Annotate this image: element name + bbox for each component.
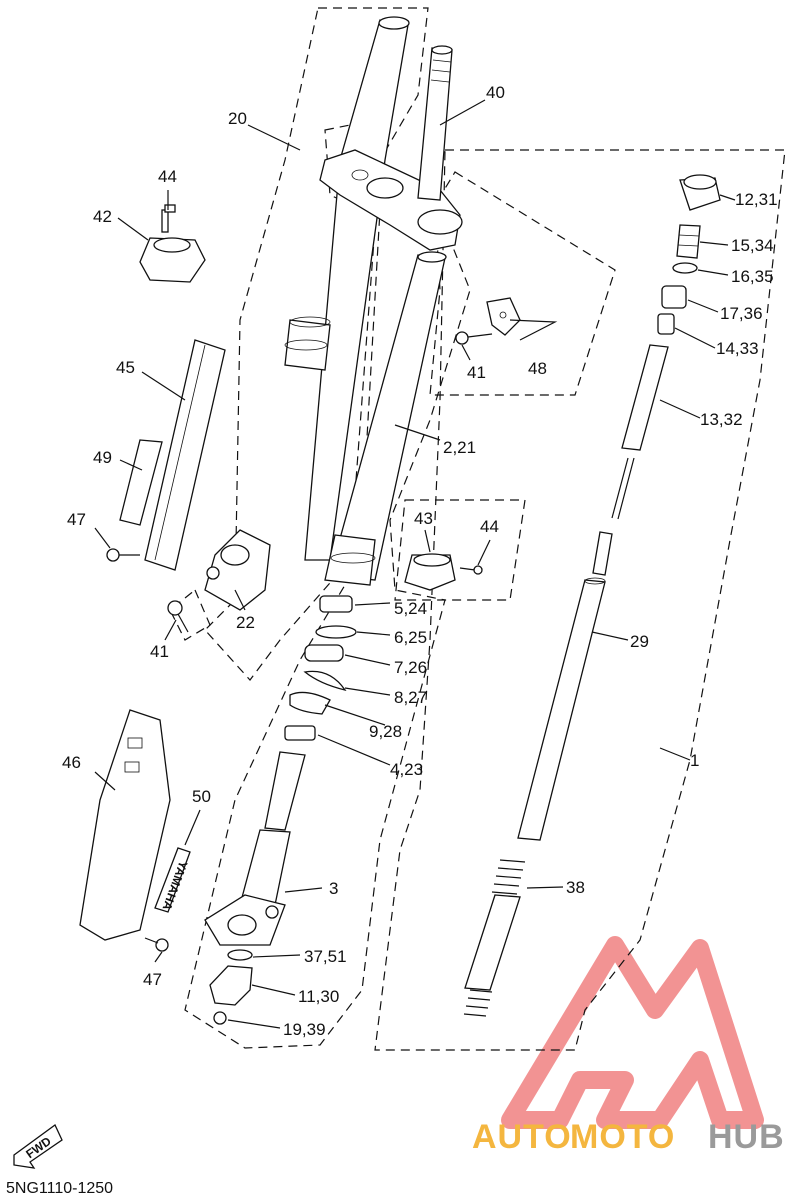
washer-16-35 bbox=[672, 262, 698, 274]
decal-50: YAMAHA bbox=[154, 847, 191, 913]
fork-guard-46 bbox=[79, 709, 171, 941]
callout-19-39: 19,39 bbox=[283, 1020, 326, 1039]
callout-15-34: 15,34 bbox=[731, 236, 774, 255]
watermark-text-auto: AUTO bbox=[472, 1118, 572, 1156]
cartridge-boundary bbox=[374, 149, 786, 1051]
callout-5-24: 5,24 bbox=[394, 599, 427, 618]
lower-clamp-boundary bbox=[394, 499, 526, 601]
callout-9-28: 9,28 bbox=[369, 722, 402, 741]
steering-crown bbox=[319, 149, 463, 251]
bracket-48 bbox=[455, 297, 558, 345]
callout-42: 42 bbox=[93, 207, 112, 226]
callout-41-left: 41 bbox=[150, 642, 169, 661]
base-valve-parts bbox=[209, 949, 253, 1025]
leader-lines bbox=[94, 99, 736, 1029]
fork-guard-45 bbox=[144, 339, 226, 571]
callout-8-27: 8,27 bbox=[394, 688, 427, 707]
callout-1: 1 bbox=[690, 751, 699, 770]
watermark-logo bbox=[501, 936, 764, 1129]
callout-14-33: 14,33 bbox=[716, 339, 759, 358]
callout-47-upper: 47 bbox=[67, 510, 86, 529]
outer-tube-boundary bbox=[204, 7, 429, 681]
callout-37-51: 37,51 bbox=[304, 947, 347, 966]
rod-13-32 bbox=[611, 344, 669, 520]
callout-17-36: 17,36 bbox=[720, 304, 763, 323]
nut-14-33 bbox=[657, 313, 675, 335]
bolt-47-lower bbox=[144, 937, 169, 952]
inner-tube-boundary bbox=[184, 124, 471, 1049]
callout-13-32: 13,32 bbox=[700, 410, 743, 429]
forward-arrow-icon: FWD bbox=[13, 1124, 63, 1169]
bolt-41-left bbox=[167, 600, 189, 633]
callout-41-right: 41 bbox=[467, 363, 486, 382]
callout-46: 46 bbox=[62, 753, 81, 772]
callout-11-30: 11,30 bbox=[298, 987, 339, 1006]
callout-43: 43 bbox=[414, 509, 433, 528]
callout-49: 49 bbox=[93, 448, 112, 467]
inner-tube-2-21 bbox=[324, 251, 447, 586]
callout-22: 22 bbox=[236, 613, 255, 632]
damper-rod-29 bbox=[517, 531, 613, 841]
callout-20: 20 bbox=[228, 109, 247, 128]
watermark-text-moto: MOTO bbox=[570, 1118, 675, 1156]
spacer-17-36 bbox=[661, 285, 687, 309]
callout-3: 3 bbox=[329, 879, 338, 898]
callout-44-right: 44 bbox=[480, 517, 499, 536]
clamp-subassembly-boundary bbox=[429, 171, 616, 396]
callout-16-35: 16,35 bbox=[731, 267, 774, 286]
steering-stem-40 bbox=[417, 45, 453, 201]
callout-12-31: 12,31 bbox=[735, 190, 778, 209]
watermark-triangle-icon bbox=[501, 936, 764, 1129]
callout-38: 38 bbox=[566, 878, 585, 897]
callout-48: 48 bbox=[528, 359, 547, 378]
outer-slider-3 bbox=[204, 751, 306, 946]
callout-40: 40 bbox=[486, 83, 505, 102]
spring-15-34 bbox=[676, 224, 701, 259]
callout-2-21: 2,21 bbox=[443, 438, 476, 457]
callout-47-lower: 47 bbox=[143, 970, 162, 989]
callout-45: 45 bbox=[116, 358, 135, 377]
callout-29: 29 bbox=[630, 632, 649, 651]
seal-stack bbox=[284, 595, 357, 741]
clamp-43 bbox=[404, 553, 483, 591]
callout-7-26: 7,26 bbox=[394, 658, 427, 677]
clamp-42 bbox=[139, 209, 206, 283]
drawing-code: 5NG1110-1250 bbox=[6, 1180, 113, 1197]
callout-4-23: 4,23 bbox=[390, 760, 423, 779]
bolt-47-upper bbox=[106, 548, 140, 562]
cap-bolt-12-31 bbox=[679, 174, 721, 211]
bolt-44-top bbox=[164, 204, 176, 213]
decal-49 bbox=[119, 439, 163, 526]
callout-50: 50 bbox=[192, 787, 211, 806]
spring-38 bbox=[463, 859, 526, 1017]
callout-44-top: 44 bbox=[158, 167, 177, 186]
watermark-text-hub: HUB bbox=[708, 1118, 785, 1156]
callout-6-25: 6,25 bbox=[394, 628, 427, 647]
